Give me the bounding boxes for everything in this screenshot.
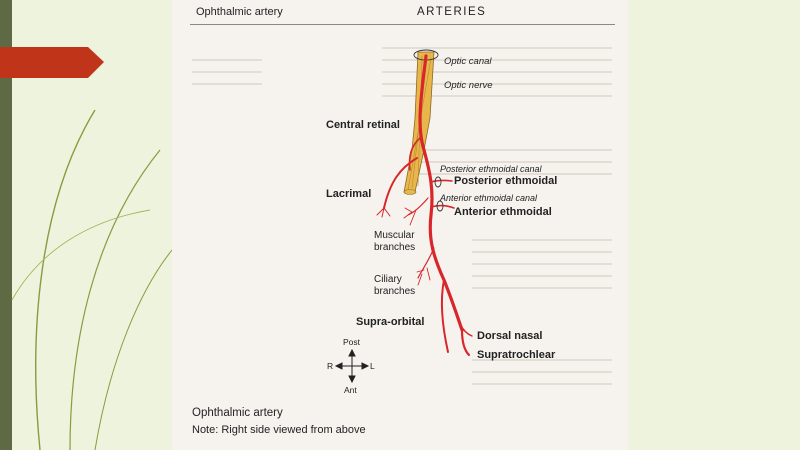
deco-curve-1 bbox=[35, 109, 96, 450]
label-ciliary-line1: Ciliary bbox=[374, 274, 402, 285]
label-dorsal-nasal: Dorsal nasal bbox=[477, 330, 543, 342]
label-supra-orbital: Supra-orbital bbox=[356, 316, 425, 328]
page-header-section: ARTERIES bbox=[417, 6, 487, 18]
orientation-compass bbox=[334, 348, 370, 384]
label-posterior-ethmoidal-canal: Posterior ethmoidal canal bbox=[440, 164, 542, 174]
label-central-retinal: Central retinal bbox=[326, 119, 400, 131]
page-header-title: Ophthalmic artery bbox=[196, 6, 283, 18]
textbook-page: Ophthalmic artery ARTERIES bbox=[172, 0, 629, 450]
label-optic-canal: Optic canal bbox=[444, 56, 492, 67]
compass-left: L bbox=[370, 361, 375, 371]
label-ciliary-line2: branches bbox=[374, 286, 416, 297]
canal-glyphs bbox=[434, 176, 444, 212]
label-posterior-ethmoidal: Posterior ethmoidal bbox=[454, 175, 558, 187]
label-lacrimal: Lacrimal bbox=[326, 188, 372, 200]
deco-curve-3 bbox=[94, 249, 173, 450]
ophthalmic-artery-tree bbox=[376, 54, 473, 357]
label-optic-nerve: Optic nerve bbox=[444, 80, 493, 91]
label-anterior-ethmoidal: Anterior ethmoidal bbox=[454, 206, 552, 218]
accent-pentagon bbox=[0, 47, 104, 78]
compass-ant: Ant bbox=[344, 385, 357, 395]
label-anterior-ethmoidal-canal: Anterior ethmoidal canal bbox=[440, 193, 538, 203]
deco-curve-4 bbox=[11, 209, 151, 301]
label-muscular-line2: branches bbox=[374, 242, 416, 253]
header-rule bbox=[190, 24, 615, 25]
faded-text-background bbox=[192, 47, 612, 385]
label-muscular-line1: Muscular bbox=[374, 230, 415, 241]
figure-caption-title: Ophthalmic artery bbox=[192, 407, 283, 419]
label-supratrochlear: Supratrochlear bbox=[477, 349, 556, 361]
compass-right: R bbox=[327, 361, 334, 371]
figure-caption-note: Note: Right side viewed from above bbox=[192, 424, 366, 436]
left-edge-strip bbox=[0, 0, 12, 450]
compass-post: Post bbox=[343, 337, 361, 347]
deco-curve-2 bbox=[69, 149, 161, 450]
